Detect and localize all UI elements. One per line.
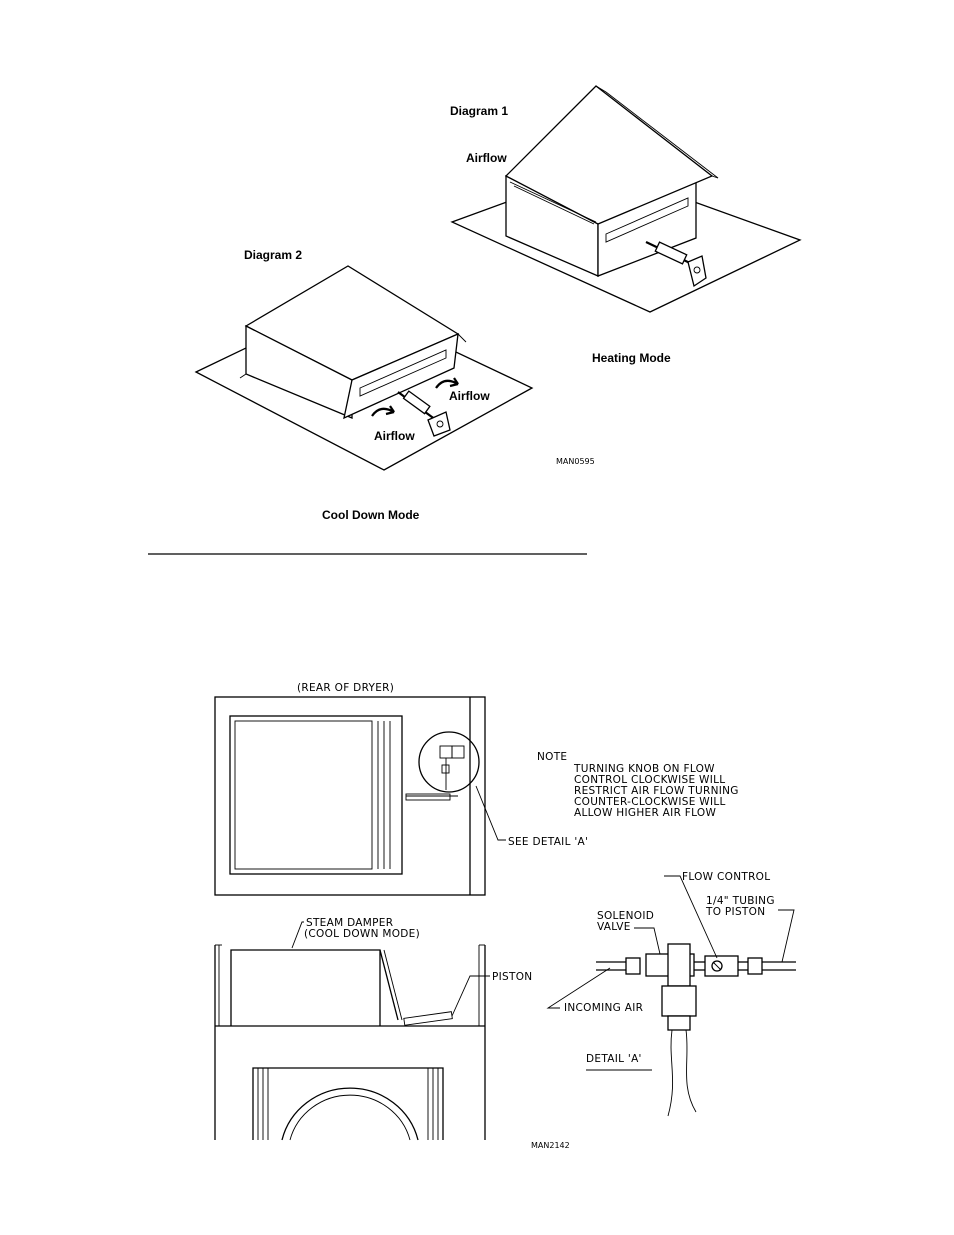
diagram-2-airflow-label-left: Airflow: [374, 429, 415, 443]
side-view-dryer: [214, 921, 490, 1141]
flow-control-leader: [664, 875, 718, 959]
dryer-rear-outline: [214, 696, 486, 896]
diagram-2-title: Diagram 2: [244, 248, 302, 262]
rear-panel-outer: [229, 715, 403, 875]
note-title: NOTE: [537, 751, 567, 763]
dryer-drum-front: [252, 1067, 444, 1140]
note-line-5: ALLOW HIGHER AIR FLOW: [574, 807, 716, 819]
tubing-label-line-2: TO PISTON: [705, 906, 765, 918]
solenoid-label-line-2: VALVE: [597, 921, 631, 933]
heating-mode-caption: Heating Mode: [592, 351, 671, 365]
dryer-drum-opening: [281, 1087, 419, 1141]
piston-label: PISTON: [492, 971, 532, 983]
bottom-figure-id: MAN2142: [531, 1141, 570, 1150]
solenoid-leader: [634, 927, 661, 955]
diagram-2-airflow-label-right: Airflow: [449, 389, 490, 403]
detail-a-label: DETAIL 'A': [586, 1053, 642, 1065]
note-line-2: CONTROL CLOCKWISE WILL: [574, 774, 725, 786]
see-detail-label: SEE DETAIL 'A': [508, 836, 588, 848]
diagram-2-vent-slot: [359, 349, 447, 397]
note-line-3: RESTRICT AIR FLOW TURNING: [574, 785, 739, 797]
flow-control-label: FLOW CONTROL: [682, 871, 770, 883]
airflow-arrow-left: [371, 405, 395, 417]
diagram-2-piston-bracket: [427, 411, 451, 437]
see-detail-leader: [475, 785, 506, 841]
incoming-air-leader: [546, 967, 611, 1009]
cool-down-mode-caption: Cool Down Mode: [322, 508, 420, 522]
rear-of-dryer-label: (REAR OF DRYER): [297, 682, 394, 694]
rear-of-dryer-view: [214, 696, 506, 896]
top-figure-id: MAN0595: [556, 457, 595, 466]
detail-a-valve-assembly: [546, 875, 796, 1117]
diagram-2-box-side: [245, 324, 353, 419]
tubing-leader: [778, 909, 795, 963]
incoming-air-label: INCOMING AIR: [564, 1002, 643, 1014]
inlet-fitting: [625, 957, 641, 975]
airflow-arrow-right: [435, 377, 459, 389]
steam-damper-label-line-2: (COOL DOWN MODE): [304, 928, 420, 940]
diagram-1-piston-bracket: [687, 255, 707, 288]
solenoid-wire-1: [667, 1029, 674, 1117]
piston-leader: [451, 975, 490, 1017]
solenoid-label-line-1: SOLENOID: [597, 910, 654, 922]
rear-panel-inner: [234, 720, 373, 870]
flow-control-knob: [711, 960, 723, 972]
diagram-2-cool-down-mode: [194, 265, 534, 471]
diagram-1-title: Diagram 1: [450, 104, 508, 118]
diagram-1-vent-slot: [605, 197, 689, 243]
outlet-fitting: [747, 957, 763, 975]
detail-a-circle: [418, 731, 480, 793]
note-line-1: TURNING KNOB ON FLOW: [573, 763, 715, 775]
rear-view-piston: [405, 793, 451, 801]
steam-damper-label-line-1: STEAM DAMPER: [306, 917, 393, 929]
diagram-1-heating-mode: [450, 85, 802, 313]
steam-damper-flap: [379, 949, 399, 1021]
tubing-label-line-1: 1/4" TUBING: [706, 895, 775, 907]
steam-damper-leader: [291, 921, 304, 949]
diagram-1-airflow-label: Airflow: [466, 151, 507, 165]
solenoid-coil: [661, 985, 697, 1017]
note-line-4: COUNTER-CLOCKWISE WILL: [574, 796, 726, 808]
steam-damper-box: [230, 949, 381, 1026]
solenoid-wire-2: [685, 1029, 697, 1113]
diagram-2-box-front: [343, 332, 459, 420]
side-view-piston: [403, 1011, 453, 1026]
solenoid-valve-top: [667, 943, 691, 987]
